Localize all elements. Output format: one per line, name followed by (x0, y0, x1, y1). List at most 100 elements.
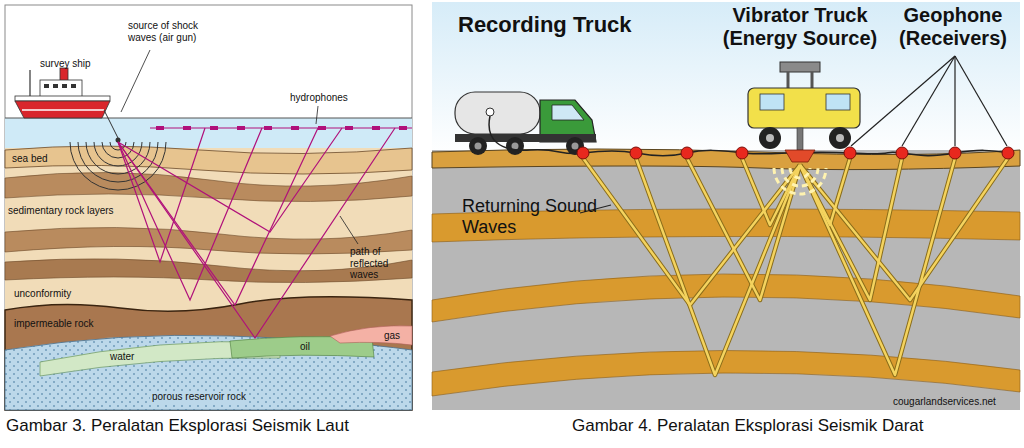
marine-panel (5, 5, 412, 410)
watermark: cougarlandservices.net (893, 396, 1018, 408)
hydrophone (345, 126, 353, 130)
vibrator-truck (787, 72, 790, 88)
sound-wave-path (687, 158, 800, 300)
figure-caption: Gambar 4. Peralatan Eksplorasi Seismik D… (572, 416, 1012, 436)
sound-wave-path (800, 158, 1008, 300)
part-label: survey ship (40, 58, 110, 70)
layer-label: impermeable rock (14, 318, 124, 330)
vibrator-truck (826, 94, 850, 110)
reflected-wave-path (118, 128, 318, 305)
vibration-waves (774, 168, 826, 194)
zone-label: gas (384, 330, 408, 342)
air-gun-cable (104, 110, 118, 138)
sound-wave-path (800, 158, 1008, 300)
survey-ship (71, 84, 76, 88)
reflected-wave-path (118, 128, 342, 232)
air-gun (116, 138, 121, 143)
watermark: cougarlandservices.net (893, 396, 1018, 408)
shock-waves (86, 142, 150, 174)
leader-line (121, 50, 150, 112)
hydrophone (372, 126, 380, 130)
part-label: survey ship (40, 58, 110, 70)
shock-waves (70, 142, 166, 190)
part-label: hydrophones (290, 92, 360, 104)
part-label: hydrophones (290, 92, 360, 104)
leader-line (121, 50, 358, 244)
marine-panel (5, 5, 412, 410)
survey-ship (53, 84, 58, 88)
recording-truck (469, 137, 487, 155)
survey-ship (44, 84, 49, 88)
vibration-waves (790, 168, 810, 178)
hydrophone (156, 126, 164, 130)
sound-wave-path (583, 158, 1008, 375)
survey-ship (29, 70, 30, 100)
layer-label: sea bed (12, 153, 72, 165)
orange-layer (432, 274, 1020, 322)
shock-waves (70, 142, 166, 190)
layer-label: unconformity (14, 288, 94, 300)
hydrophone (264, 126, 272, 130)
part-label: Returning Sound Waves (462, 196, 602, 237)
part-label: Vibrator Truck (Energy Source) (700, 4, 900, 50)
vibrator-truck (797, 128, 803, 150)
geophone-symbol (949, 147, 961, 159)
part-label: path of reflected waves (350, 246, 408, 281)
hydrophone (210, 126, 218, 130)
survey-ship (15, 68, 110, 118)
orange-layer (432, 350, 1020, 396)
vibrator-truck (780, 62, 820, 72)
part-label: path of reflected waves (350, 246, 408, 281)
impermeable-rock (5, 297, 412, 410)
recording-truck (455, 92, 596, 155)
layer-label: sedimentary rock layers (8, 205, 138, 217)
zone-label: water (110, 351, 150, 363)
vibrator-truck (811, 72, 814, 88)
vibrator-truck (760, 94, 784, 110)
sound-wave-path (636, 158, 800, 375)
vibrator-truck (748, 62, 860, 162)
leader-line (316, 106, 318, 124)
geophone-symbol (1002, 147, 1014, 159)
reservoir-rock (5, 335, 412, 410)
gas-zone (330, 326, 412, 345)
land-panel (432, 2, 1020, 410)
shock-waves (94, 142, 142, 166)
hydrophone (399, 126, 407, 130)
sound-wave-path (583, 158, 1008, 375)
vibrator-truck (836, 134, 844, 142)
leader-line (955, 56, 1007, 146)
vibration-waves (782, 168, 818, 186)
vibrator-truck (748, 88, 860, 128)
hydrophone (318, 126, 326, 130)
zone-label: oil (300, 341, 324, 353)
geophone-symbol (630, 147, 642, 159)
reflected-wave-path (118, 128, 395, 338)
hydrophone (183, 126, 191, 130)
reservoir-rock (5, 335, 412, 410)
layer-label: impermeable rock (14, 318, 124, 330)
survey-ship (62, 84, 67, 88)
geophone-symbol (736, 147, 748, 159)
reflected-wave-path (118, 128, 205, 262)
geophone-symbol (681, 147, 693, 159)
recording-truck (506, 137, 524, 155)
sky (432, 2, 1020, 157)
sound-wave-path (583, 158, 800, 305)
recording-truck (572, 143, 579, 150)
recording-truck (486, 108, 494, 116)
recording-truck (512, 143, 519, 150)
layer-label: porous reservoir rock (150, 386, 280, 404)
recording-truck (552, 105, 584, 120)
part-label: Recording Truck (458, 12, 658, 37)
part-label: Recording Truck (458, 12, 658, 37)
vibrator-truck (759, 127, 781, 149)
recording-truck (475, 143, 482, 150)
hydrophone (156, 126, 407, 130)
leader-line (580, 56, 1007, 213)
sound-wave-path (687, 158, 800, 300)
survey-ship (40, 80, 82, 97)
hydrophone (291, 126, 299, 130)
sound-wave-path (583, 158, 1008, 375)
